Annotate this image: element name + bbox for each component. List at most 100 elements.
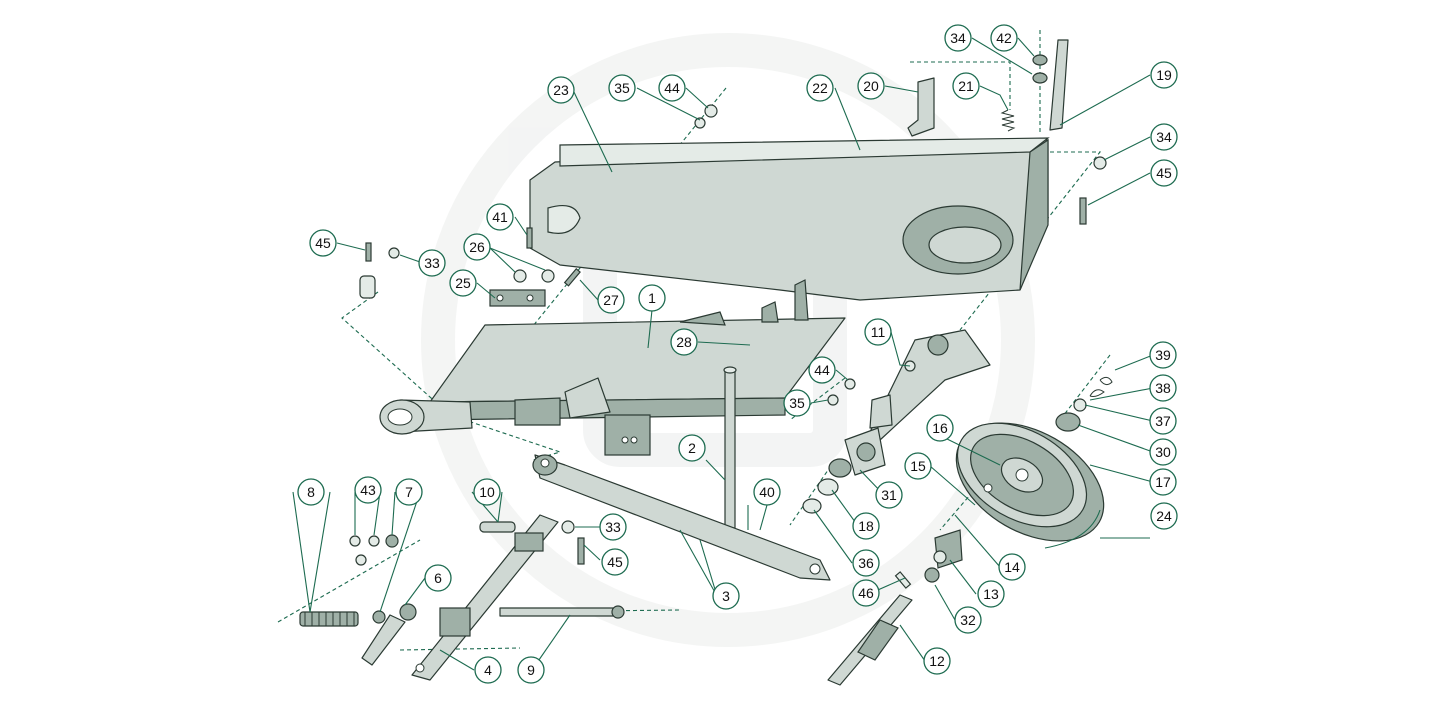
bolt-part-9	[499, 605, 625, 619]
callout-40: 40	[753, 478, 781, 506]
callout-42: 42	[990, 24, 1018, 52]
svg-text:45: 45	[1156, 165, 1172, 181]
svg-text:45: 45	[607, 554, 623, 570]
callout-14: 14	[998, 553, 1026, 581]
svg-text:33: 33	[605, 519, 621, 535]
leader-lines	[292, 37, 1154, 671]
svg-text:34: 34	[1156, 129, 1172, 145]
drive-shaft-part-12	[827, 594, 913, 686]
svg-text:31: 31	[881, 487, 897, 503]
svg-text:40: 40	[759, 484, 775, 500]
callout-44b: 44	[808, 356, 836, 384]
pulley-part-17	[955, 422, 1105, 542]
svg-text:14: 14	[1004, 559, 1020, 575]
callout-12: 12	[923, 647, 951, 675]
svg-text:37: 37	[1155, 413, 1171, 429]
svg-text:44: 44	[664, 80, 680, 96]
svg-text:44: 44	[814, 362, 830, 378]
callout-35b: 35	[783, 389, 811, 417]
callout-30: 30	[1149, 438, 1177, 466]
arm-eye-part	[379, 377, 611, 435]
callout-38: 38	[1149, 374, 1177, 402]
svg-text:36: 36	[858, 555, 874, 571]
link-part-6	[361, 603, 417, 666]
callout-11: 11	[864, 318, 892, 346]
callout-36: 36	[852, 549, 880, 577]
callout-2: 2	[678, 434, 706, 462]
flange-part-31	[802, 427, 886, 514]
callout-6: 6	[424, 564, 452, 592]
svg-text:1: 1	[648, 290, 656, 306]
callout-46: 46	[852, 579, 880, 607]
svg-text:33: 33	[424, 255, 440, 271]
spring-part-8	[299, 611, 359, 627]
callout-19: 19	[1150, 61, 1178, 89]
callout-33b: 33	[599, 513, 627, 541]
callout-34a: 34	[944, 24, 972, 52]
callout-8: 8	[297, 478, 325, 506]
clamp-part-13	[894, 529, 963, 589]
nuts-parts-30-39	[1055, 376, 1113, 432]
svg-text:2: 2	[688, 440, 696, 456]
callout-41: 41	[486, 203, 514, 231]
callout-3: 3	[712, 582, 740, 610]
rod-part-19	[1049, 39, 1069, 131]
callout-45a: 45	[309, 229, 337, 257]
callout-13: 13	[977, 580, 1005, 608]
svg-text:25: 25	[455, 275, 471, 291]
lever-part-3	[532, 454, 831, 581]
svg-text:30: 30	[1155, 444, 1171, 460]
callout-16: 16	[926, 414, 954, 442]
callout-7: 7	[395, 478, 423, 506]
callout-17: 17	[1149, 468, 1177, 496]
callout-24: 24	[1150, 502, 1178, 530]
svg-text:16: 16	[932, 420, 948, 436]
rod-part-4	[411, 514, 559, 681]
callout-1: 1	[638, 284, 666, 312]
svg-text:34: 34	[950, 30, 966, 46]
callout-25: 25	[449, 269, 477, 297]
svg-text:24: 24	[1156, 508, 1172, 524]
callout-35a: 35	[608, 74, 636, 102]
svg-text:22: 22	[812, 80, 828, 96]
callout-9: 9	[517, 656, 545, 684]
svg-text:35: 35	[789, 395, 805, 411]
svg-text:19: 19	[1156, 67, 1172, 83]
callout-28: 28	[670, 328, 698, 356]
svg-text:9: 9	[527, 662, 535, 678]
svg-text:8: 8	[307, 484, 315, 500]
svg-text:11: 11	[871, 324, 886, 340]
svg-text:41: 41	[492, 209, 508, 225]
svg-text:39: 39	[1155, 347, 1171, 363]
callout-43: 43	[354, 476, 382, 504]
callout-39: 39	[1149, 341, 1177, 369]
svg-text:23: 23	[553, 82, 569, 98]
svg-text:4: 4	[484, 662, 492, 678]
callout-18: 18	[852, 512, 880, 540]
svg-text:3: 3	[722, 588, 730, 604]
callout-22: 22	[806, 74, 834, 102]
bracket-part-20	[907, 77, 935, 137]
shaft-part-2	[723, 366, 737, 529]
callout-4: 4	[474, 656, 502, 684]
svg-text:26: 26	[469, 239, 485, 255]
belt-part-24	[1044, 509, 1101, 549]
callout-44a: 44	[658, 74, 686, 102]
callout-21: 21	[952, 72, 980, 100]
svg-text:15: 15	[910, 458, 926, 474]
svg-text:10: 10	[479, 484, 495, 500]
callout-45b: 45	[601, 548, 629, 576]
svg-text:38: 38	[1155, 380, 1171, 396]
svg-text:28: 28	[676, 334, 692, 350]
callout-37: 37	[1149, 407, 1177, 435]
svg-text:18: 18	[858, 518, 874, 534]
callout-23: 23	[547, 76, 575, 104]
callout-34b: 34	[1150, 123, 1178, 151]
svg-text:21: 21	[958, 78, 974, 94]
pin-part-10	[479, 521, 516, 533]
housing-part-22	[529, 137, 1050, 301]
svg-text:13: 13	[983, 586, 999, 602]
svg-text:45: 45	[315, 235, 331, 251]
callout-20: 20	[857, 72, 885, 100]
